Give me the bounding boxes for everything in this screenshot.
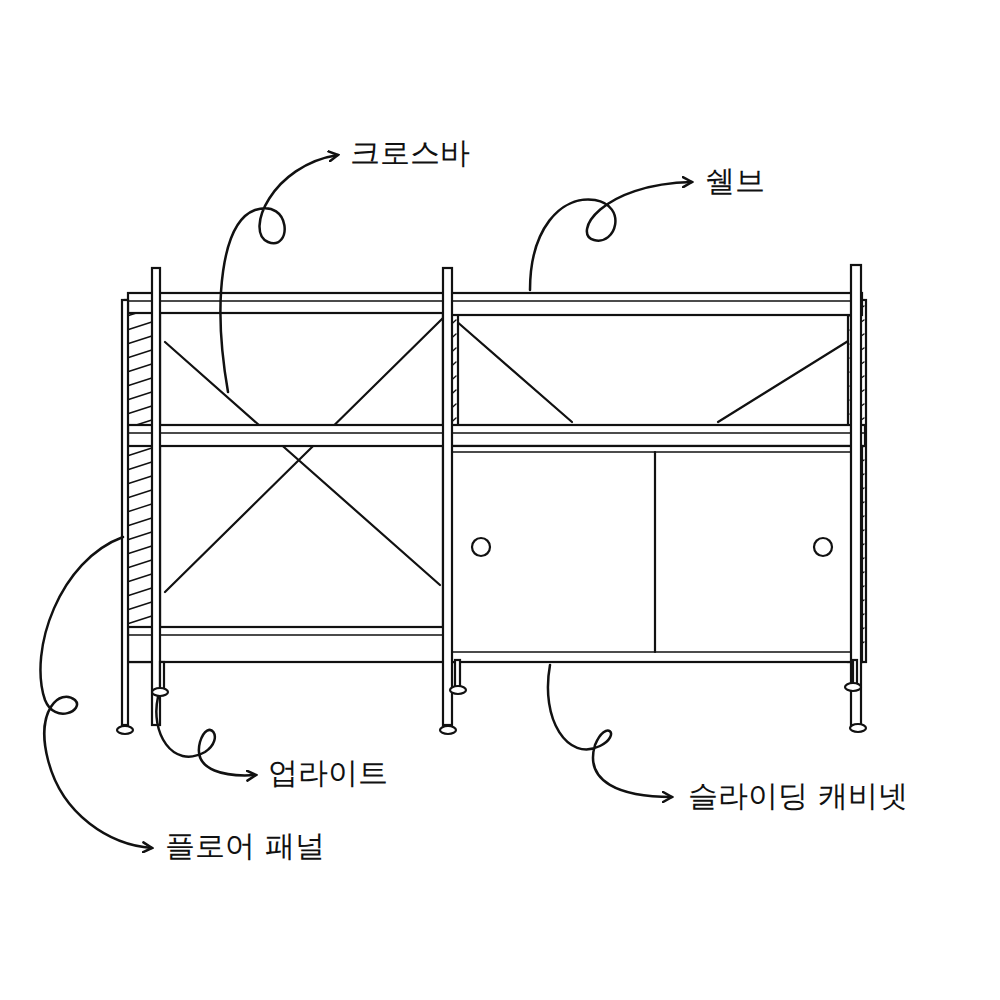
upright — [160, 662, 164, 690]
foot — [850, 724, 866, 732]
upright — [851, 265, 861, 725]
shelf — [128, 293, 447, 313]
part-label: 슬라이딩 캐비넷 — [688, 778, 908, 814]
upright — [122, 300, 128, 725]
upright — [443, 268, 452, 725]
leader-lines — [40, 155, 692, 848]
crossbar — [718, 338, 853, 422]
part-label: 쉘브 — [705, 163, 765, 199]
foot — [117, 726, 133, 734]
foot — [152, 688, 168, 696]
shelf-edge — [128, 432, 447, 433]
leader-line — [156, 697, 256, 775]
part-label: 플로어 패널 — [165, 828, 325, 864]
foot — [845, 683, 861, 691]
shelf-edge — [450, 432, 865, 433]
door-knob — [814, 538, 832, 556]
upright — [152, 268, 160, 725]
shelf — [128, 425, 447, 446]
shelf — [450, 425, 865, 446]
crossbar — [165, 318, 443, 592]
foot — [450, 686, 466, 694]
upright — [853, 660, 857, 685]
sliding-cabinet — [450, 446, 862, 662]
door-split — [654, 452, 656, 652]
crossbar — [455, 320, 572, 422]
shelf-edge — [128, 300, 447, 301]
leader-line — [548, 665, 672, 797]
shelf — [450, 293, 862, 315]
part-label: 업라이트 — [268, 755, 388, 791]
foot — [440, 726, 456, 734]
leader-line — [40, 537, 152, 848]
shelving-unit — [117, 265, 866, 734]
part-label: 크로스바 — [350, 135, 470, 171]
leader-line — [530, 182, 692, 290]
leader-line — [221, 155, 338, 392]
door-knob — [472, 538, 490, 556]
shelf-edge — [128, 634, 447, 635]
crossbar — [165, 342, 440, 585]
shelf-edge — [450, 300, 862, 301]
shelf — [128, 627, 447, 662]
